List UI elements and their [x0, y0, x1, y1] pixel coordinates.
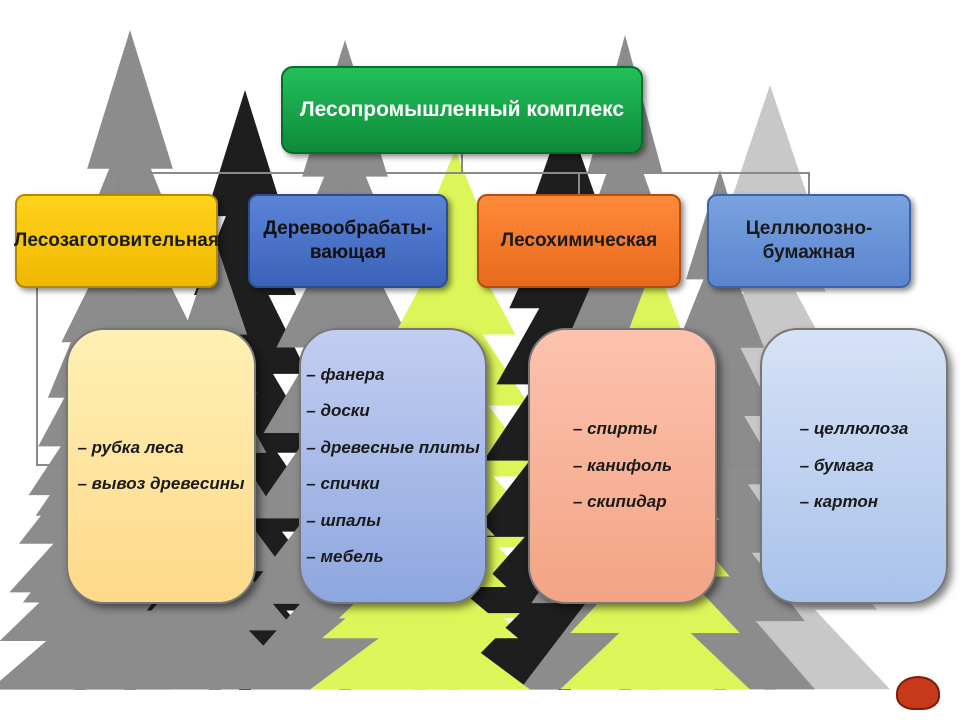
product-item: – фанера — [306, 364, 385, 384]
product-item: – спички — [306, 474, 380, 493]
product-item: – скипидар — [572, 492, 667, 512]
connector-right-horizontal — [727, 464, 761, 466]
product-item: – спирты — [572, 419, 658, 439]
connector-left-horizontal — [36, 464, 68, 466]
category-label: Деревообрабаты-вающая — [263, 218, 433, 263]
product-item: – рубка леса — [77, 437, 184, 457]
product-item: – бумага — [799, 455, 874, 475]
product-item: – вывоз древесины — [77, 474, 245, 493]
connector-horizontal — [118, 172, 810, 174]
connector-left-vertical — [36, 288, 38, 466]
connector-drop-4 — [808, 172, 810, 194]
category-label: Лесохимическая — [500, 230, 658, 251]
connector-drop-2 — [348, 172, 350, 194]
product-item: – мебель — [306, 547, 384, 566]
product-item: – канифоль — [572, 455, 673, 475]
root-label: Лесопромышленный комплекс — [299, 98, 625, 121]
root-node: Лесопромышленный комплекс — [281, 66, 643, 154]
product-item: – целлюлоза — [799, 419, 909, 439]
products-woodworking: – фанера – доски – древесные плиты – спи… — [299, 328, 487, 604]
category-label: Лесозаготовительная — [14, 230, 219, 251]
category-label: Целлюлозно-бумажная — [745, 218, 873, 263]
product-item: – картон — [799, 492, 879, 512]
category-pulp-paper: Целлюлозно-бумажная — [707, 194, 911, 288]
category-woodworking: Деревообрабаты-вающая — [248, 194, 448, 288]
product-item: – шпалы — [306, 510, 381, 530]
corner-badge-icon — [896, 676, 940, 710]
connector-drop-1 — [118, 172, 120, 194]
product-item: – доски — [306, 401, 370, 420]
category-wood-chemistry: Лесохимическая — [477, 194, 681, 288]
products-logging: – рубка леса – вывоз древесины — [66, 328, 256, 604]
products-pulp-paper: – целлюлоза – бумага – картон — [760, 328, 948, 604]
connector-right-vertical — [727, 288, 729, 466]
category-logging: Лесозаготовительная — [14, 194, 219, 288]
connector-drop-3 — [578, 172, 580, 194]
products-wood-chemistry: – спирты – канифоль – скипидар — [528, 328, 717, 604]
product-item: – древесные плиты — [306, 437, 480, 457]
connector-root-stem — [461, 154, 463, 172]
